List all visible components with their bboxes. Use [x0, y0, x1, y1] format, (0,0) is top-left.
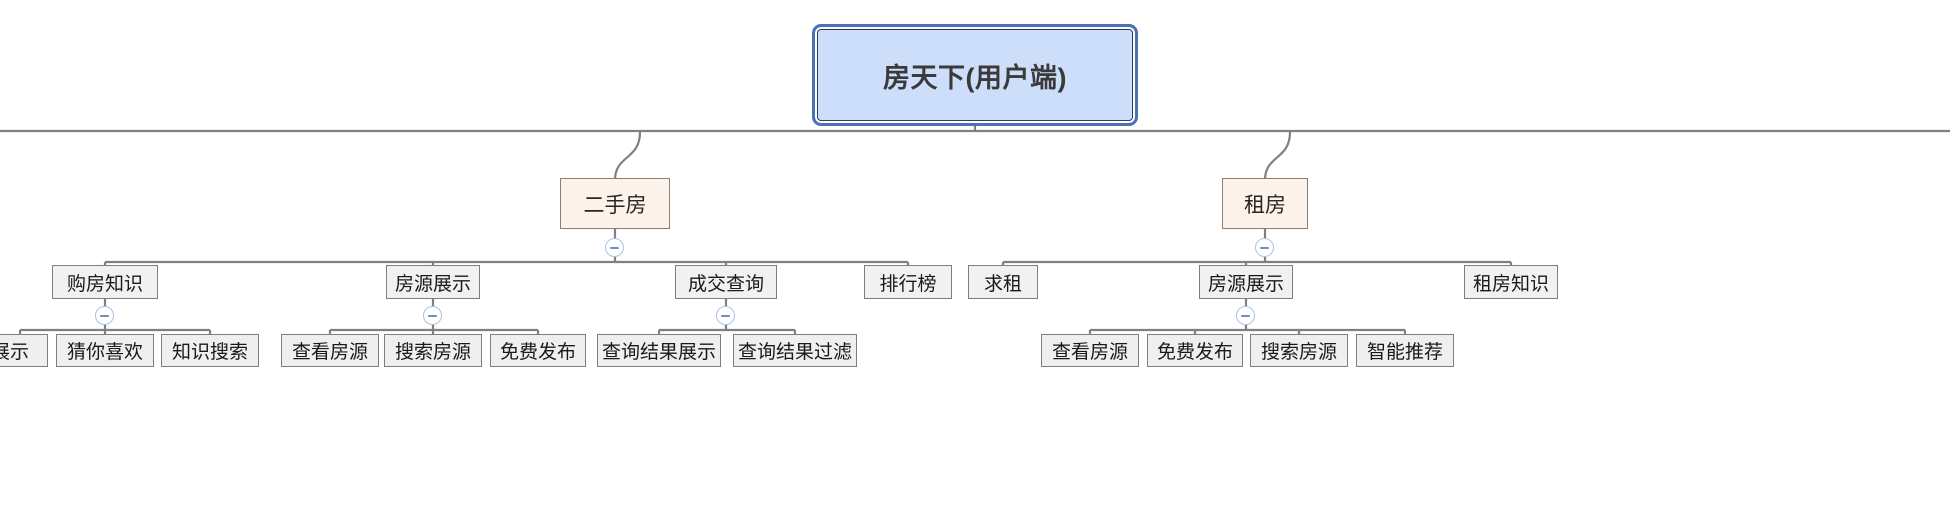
- node-chaxunjieguoguolv-label: 查询结果过滤: [737, 342, 852, 363]
- node-fangyuanzhanshi-ershoufang[interactable]: 房源展示: [386, 265, 480, 299]
- node-sousuofangyuan-zufang-label: 搜索房源: [1260, 342, 1337, 363]
- edge-to-zufang: [1263, 131, 1292, 181]
- collapse-minus-icon-fangyuanzhanshi-ershoufang[interactable]: [423, 306, 442, 325]
- node-root-label: 房天下(用户端): [883, 62, 1067, 93]
- node-sousuofangyuan-zufang[interactable]: 搜索房源: [1250, 334, 1348, 367]
- node-mianfeifabu-ershoufang[interactable]: 免费发布: [490, 334, 586, 367]
- node-zufang-label: 租房: [1244, 193, 1286, 217]
- node-qiuzu-label: 求租: [983, 273, 1022, 295]
- node-zufangzhishi[interactable]: 租房知识: [1464, 265, 1558, 299]
- node-qiuzu[interactable]: 求租: [968, 265, 1038, 299]
- node-fangyuanzhanshi-zufang-label: 房源展示: [1207, 273, 1284, 295]
- node-cainixihuan-label: 猜你喜欢: [66, 342, 143, 363]
- node-chaxunjieguozhanshi-label: 查询结果展示: [601, 342, 716, 363]
- minus-glyph: [100, 314, 109, 317]
- node-cainixihuan[interactable]: 猜你喜欢: [56, 334, 154, 367]
- node-zhinengtuijian-label: 智能推荐: [1366, 342, 1443, 363]
- node-goufangzhishi-label: 购房知识: [66, 273, 143, 295]
- collapse-minus-icon-ershoufang[interactable]: [605, 238, 624, 257]
- node-chakanfangyuan-zufang[interactable]: 查看房源: [1041, 334, 1139, 367]
- node-zhanshi[interactable]: 展示: [0, 334, 48, 367]
- minus-glyph: [1260, 246, 1269, 249]
- node-zufang[interactable]: 租房: [1222, 178, 1308, 229]
- node-sousuofangyuan-ershoufang-label: 搜索房源: [394, 342, 471, 363]
- node-zhanshi-label: 展示: [0, 342, 29, 363]
- node-mianfeifabu-zufang-label: 免费发布: [1156, 342, 1233, 363]
- minus-glyph: [1241, 314, 1250, 317]
- node-chakanfangyuan-ershoufang-label: 查看房源: [291, 342, 368, 363]
- minus-glyph: [428, 314, 437, 317]
- minus-glyph: [721, 314, 730, 317]
- node-ershoufang[interactable]: 二手房: [560, 178, 670, 229]
- node-chengjiaochaxun[interactable]: 成交查询: [675, 265, 777, 299]
- collapse-minus-icon-chengjiaochaxun[interactable]: [716, 306, 735, 325]
- collapse-minus-icon-zufang[interactable]: [1255, 238, 1274, 257]
- node-zufangzhishi-label: 租房知识: [1472, 273, 1549, 295]
- node-chaxunjieguoguolv[interactable]: 查询结果过滤: [733, 334, 857, 367]
- node-sousuofangyuan-ershoufang[interactable]: 搜索房源: [384, 334, 482, 367]
- node-chengjiaochaxun-label: 成交查询: [687, 273, 764, 295]
- node-chakanfangyuan-ershoufang[interactable]: 查看房源: [281, 334, 379, 367]
- node-zhinengtuijian[interactable]: 智能推荐: [1356, 334, 1454, 367]
- node-fangyuanzhanshi-ershoufang-label: 房源展示: [394, 273, 471, 295]
- minus-glyph: [610, 246, 619, 249]
- collapse-minus-icon-fangyuanzhanshi-zufang[interactable]: [1236, 306, 1255, 325]
- node-ershoufang-label: 二手房: [583, 193, 647, 217]
- node-root[interactable]: 房天下(用户端): [812, 24, 1138, 126]
- node-paihangbang[interactable]: 排行榜: [864, 265, 952, 299]
- node-zhishisousuo[interactable]: 知识搜索: [161, 334, 259, 367]
- node-mianfeifabu-zufang[interactable]: 免费发布: [1147, 334, 1243, 367]
- node-paihangbang-label: 排行榜: [879, 273, 937, 295]
- node-fangyuanzhanshi-zufang[interactable]: 房源展示: [1199, 265, 1293, 299]
- node-chakanfangyuan-zufang-label: 查看房源: [1051, 342, 1128, 363]
- node-goufangzhishi[interactable]: 购房知识: [52, 265, 158, 299]
- collapse-minus-icon-goufangzhishi[interactable]: [95, 306, 114, 325]
- node-chaxunjieguozhanshi[interactable]: 查询结果展示: [597, 334, 721, 367]
- node-zhishisousuo-label: 知识搜索: [171, 342, 248, 363]
- edge-to-ershoufang: [613, 131, 642, 181]
- node-mianfeifabu-ershoufang-label: 免费发布: [499, 342, 576, 363]
